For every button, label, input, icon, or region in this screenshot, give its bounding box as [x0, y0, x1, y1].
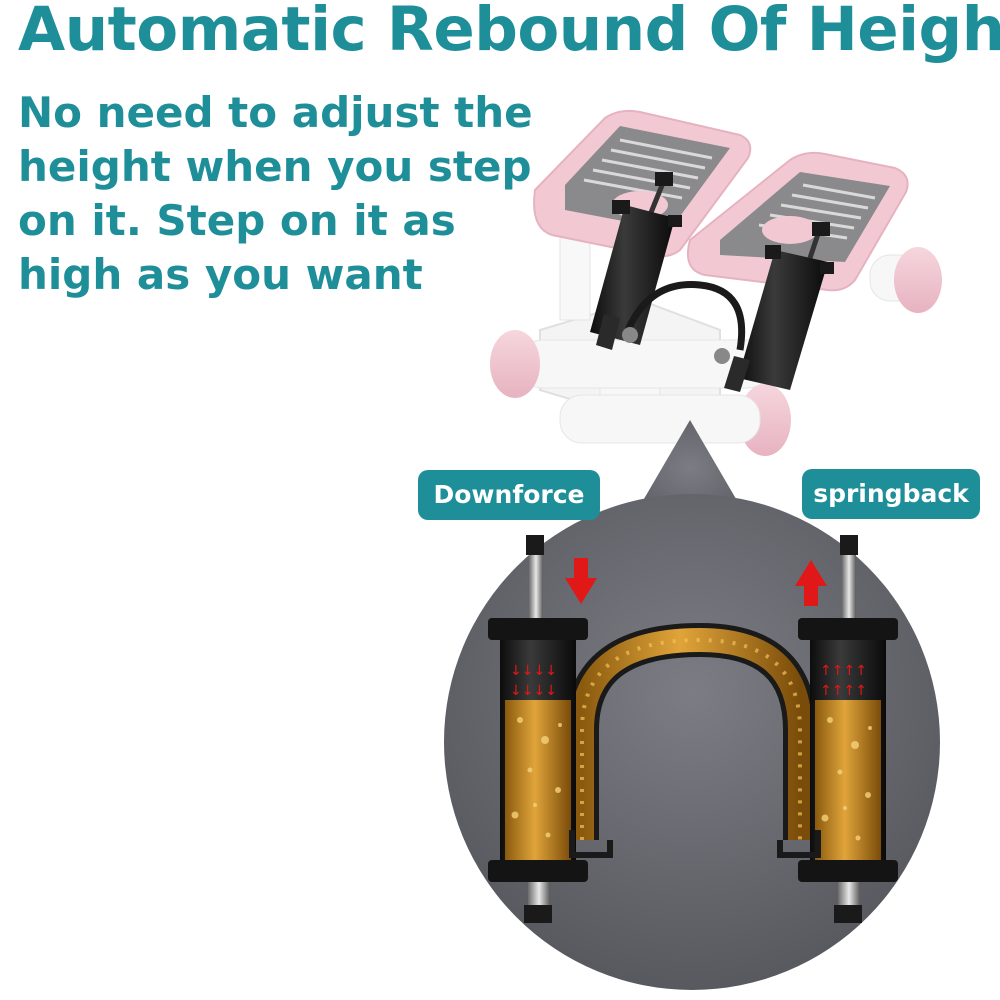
up-arrows-icon: ↑↑↑↑ ↑↑↑↑	[820, 663, 867, 699]
springback-arrow-icon	[795, 560, 827, 606]
downforce-label: Downforce	[418, 470, 600, 520]
stepper-machine	[490, 109, 942, 456]
headline: Automatic Rebound Of Height	[18, 0, 1000, 65]
hose	[624, 281, 746, 351]
svg-text:↓↓↓↓: ↓↓↓↓	[510, 663, 557, 679]
svg-text:↑↑↑↑: ↑↑↑↑	[820, 663, 867, 679]
springback-label: springback	[802, 469, 980, 519]
svg-text:↓↓↓↓: ↓↓↓↓	[510, 683, 557, 699]
left-hydraulic-cylinder	[590, 172, 682, 350]
roller-cap	[894, 247, 942, 313]
downforce-arrow-icon	[565, 558, 597, 604]
springback-cylinder: ↑↑↑↑ ↑↑↑↑	[777, 535, 898, 923]
right-hydraulic-cylinder	[724, 222, 834, 392]
subtitle-line: height when you step	[18, 142, 532, 191]
left-pedal	[533, 109, 752, 258]
roller-cap	[490, 330, 540, 398]
down-arrows-icon: ↓↓↓↓ ↓↓↓↓	[510, 663, 557, 699]
downforce-cylinder: ↓↓↓↓ ↓↓↓↓	[488, 535, 613, 923]
svg-text:↑↑↑↑: ↑↑↑↑	[820, 683, 867, 699]
subtitle-line: high as you want	[18, 250, 423, 299]
subtitle-line: on it. Step on it as	[18, 196, 456, 245]
arch-hose	[565, 622, 817, 840]
subtitle: No need to adjust the height when you st…	[18, 86, 538, 302]
subtitle-line: No need to adjust the	[18, 88, 533, 137]
right-pedal	[686, 151, 909, 292]
